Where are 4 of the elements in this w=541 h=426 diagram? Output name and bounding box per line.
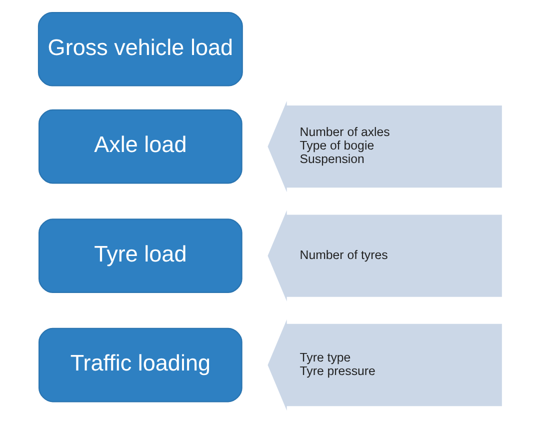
node-box: Axle load [38, 109, 242, 184]
node-box: Traffic loading [38, 328, 242, 402]
node-box: Gross vehicle load [38, 12, 243, 86]
node-box: Tyre load [38, 218, 242, 293]
